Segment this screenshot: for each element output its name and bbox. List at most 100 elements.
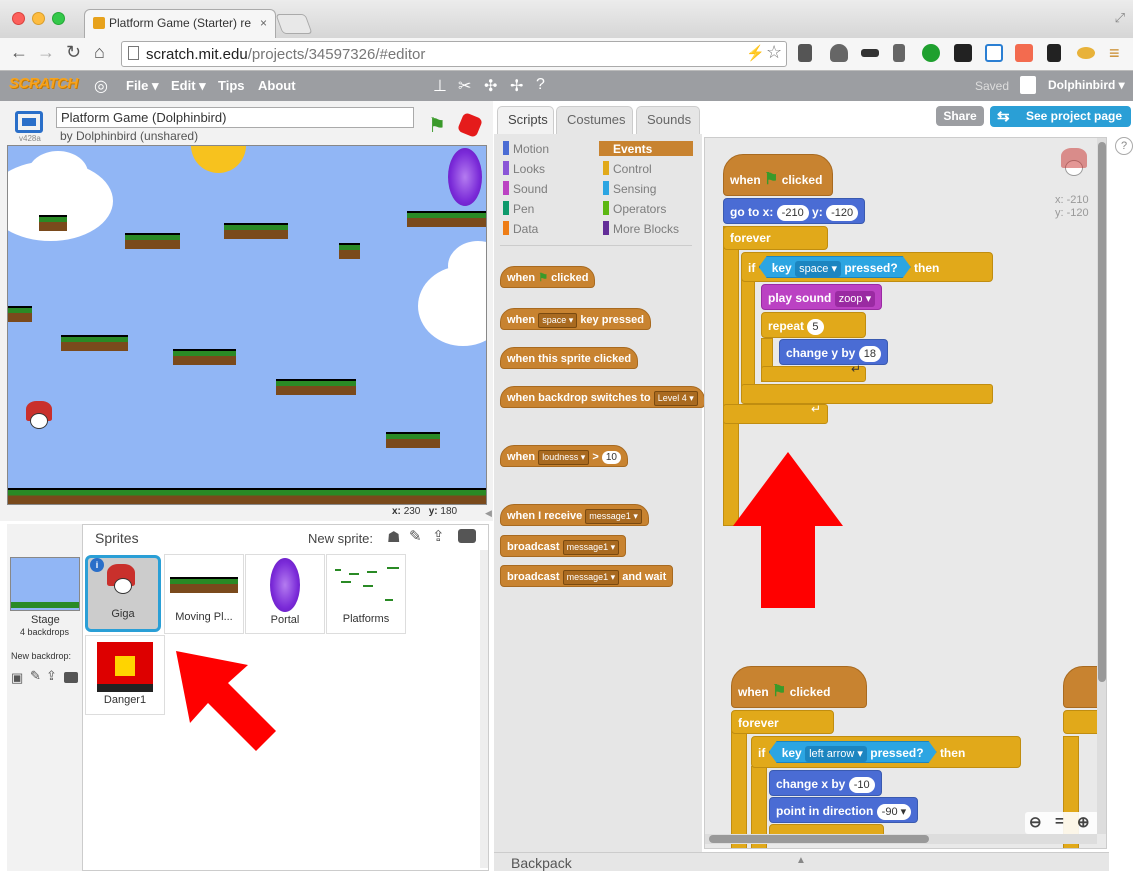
lightning-icon[interactable]: ⚡ <box>746 45 765 62</box>
horizontal-scroll-thumb[interactable] <box>709 835 929 843</box>
extension-tools-icon[interactable] <box>798 44 812 62</box>
backdrop-library-icon[interactable]: ▣ <box>11 670 24 685</box>
owl-icon[interactable] <box>1077 47 1095 59</box>
category-more-blocks[interactable]: More Blocks <box>599 221 679 236</box>
layers-icon[interactable] <box>954 44 972 62</box>
forward-icon[interactable]: → <box>37 42 55 62</box>
tab-sounds[interactable]: Sounds <box>636 106 700 134</box>
message-dropdown[interactable]: message1 ▾ <box>585 509 642 524</box>
expand-backpack-icon[interactable]: ▲ <box>796 855 806 866</box>
sprite-tile-giga[interactable]: i Giga <box>85 555 161 632</box>
wrench-icon[interactable] <box>893 44 905 62</box>
category-data[interactable]: Data <box>499 221 538 236</box>
edit-menu[interactable]: Edit ▾ <box>171 78 206 93</box>
category-operators[interactable]: Operators <box>599 201 666 216</box>
block-when-flag-clicked[interactable]: when ⚑ clicked <box>500 266 596 288</box>
share-button[interactable]: Share <box>936 106 984 126</box>
project-title-input[interactable]: Platform Game (Dolphinbird) <box>56 107 414 128</box>
scratch-logo[interactable]: SCRATCH <box>9 75 78 92</box>
x-input[interactable]: -210 <box>776 205 809 221</box>
block-when-sprite-clicked[interactable]: when this sprite clicked <box>500 347 639 369</box>
user-menu[interactable]: Dolphinbird ▾ <box>1048 78 1125 92</box>
sprite-tile-platforms[interactable]: Platforms <box>326 554 406 634</box>
block-when-key-pressed[interactable]: when space ▾ key pressed <box>500 308 651 330</box>
collapse-stage-icon[interactable]: ◀ <box>485 508 492 518</box>
horizontal-scrollbar[interactable] <box>705 834 1097 844</box>
tab-costumes[interactable]: Costumes <box>556 106 633 134</box>
scripts-area[interactable]: x: -210 y: -120 ↵ ↵ when ⚑ clicked go to… <box>704 137 1107 849</box>
giga-sprite[interactable] <box>22 401 56 443</box>
change-x-input[interactable]: -10 <box>848 777 875 793</box>
vertical-scrollbar[interactable] <box>1097 138 1106 834</box>
script1-repeat[interactable]: repeat 5 <box>761 312 866 338</box>
file-menu[interactable]: File ▾ <box>126 78 159 93</box>
about-menu[interactable]: About <box>258 78 296 93</box>
sprite-tile-portal[interactable]: Portal <box>245 554 325 634</box>
paint-brush-icon[interactable]: ✎ <box>409 528 422 545</box>
category-sound[interactable]: Sound <box>499 181 548 196</box>
vertical-scroll-thumb[interactable] <box>1098 142 1106 682</box>
script2-point-direction[interactable]: point in direction -90 ▾ <box>769 797 919 823</box>
key-dropdown[interactable]: space ▾ <box>795 261 841 277</box>
user-avatar[interactable] <box>1020 76 1036 94</box>
script2-change-x[interactable]: change x by -10 <box>769 770 882 796</box>
block-broadcast-and-wait[interactable]: broadcast message1 ▾ and wait <box>500 565 674 587</box>
category-looks[interactable]: Looks <box>499 161 545 176</box>
key-dropdown[interactable]: left arrow ▾ <box>805 746 867 762</box>
tips-menu[interactable]: Tips <box>218 78 245 93</box>
zoom-reset-icon[interactable]: = <box>1055 813 1064 830</box>
sprites-scrollbar[interactable] <box>480 550 488 868</box>
category-control[interactable]: Control <box>599 161 652 176</box>
portal-sprite[interactable] <box>448 148 482 206</box>
browser-tab[interactable]: Platform Game (Starter) re× <box>84 9 276 38</box>
script2-forever[interactable]: forever <box>731 710 834 734</box>
globe-icon[interactable]: ◎ <box>94 78 108 95</box>
script2-when-flag-clicked[interactable]: when ⚑ clicked <box>731 666 867 708</box>
category-motion[interactable]: Motion <box>499 141 549 156</box>
zoom-in-icon[interactable]: ⊕ <box>1077 814 1090 831</box>
tab-scripts[interactable]: Scripts <box>497 106 554 134</box>
maximize-window-button[interactable] <box>52 12 65 25</box>
block-broadcast[interactable]: broadcast message1 ▾ <box>500 535 627 557</box>
script1-forever[interactable]: forever <box>723 226 828 250</box>
pocket-icon[interactable] <box>830 44 848 62</box>
zoom-out-icon[interactable]: ⊖ <box>1029 814 1042 831</box>
sprite-tile-moving-platform[interactable]: Moving Pl... <box>164 554 244 634</box>
green-flag-icon[interactable]: ⚑ <box>428 115 446 137</box>
camera-icon[interactable] <box>458 529 476 543</box>
screen-capture-icon[interactable] <box>985 44 1003 62</box>
sound-dropdown[interactable]: zoop ▾ <box>834 291 876 307</box>
category-sensing[interactable]: Sensing <box>599 181 656 196</box>
bookmark-star-icon[interactable]: ☆ <box>766 42 783 62</box>
script1-go-to-xy[interactable]: go to x: -210 y: -120 <box>723 198 866 224</box>
sprite-library-icon[interactable]: ☗ <box>387 529 401 546</box>
message-dropdown[interactable]: message1 ▾ <box>562 570 620 585</box>
key-dropdown[interactable]: space ▾ <box>538 313 578 328</box>
back-icon[interactable]: ← <box>10 42 28 62</box>
block-when-i-receive[interactable]: when I receive message1 ▾ <box>500 504 649 526</box>
hangouts-icon[interactable] <box>922 44 940 62</box>
reload-icon[interactable]: ↻ <box>66 42 82 62</box>
help-icon[interactable]: ? <box>536 76 545 93</box>
menu-icon[interactable]: ≡ <box>1109 43 1120 63</box>
backdrop-paint-icon[interactable]: ✎ <box>30 668 41 683</box>
address-bar[interactable]: scratch.mit.edu/projects/34597326/#edito… <box>121 41 787 67</box>
minimize-window-button[interactable] <box>32 12 45 25</box>
stage-thumbnail[interactable] <box>10 557 80 611</box>
threshold-input[interactable]: 10 <box>601 451 621 464</box>
duplicate-stamp-icon[interactable]: ⊥ <box>433 78 447 95</box>
cut-scissors-icon[interactable]: ✂ <box>458 78 472 95</box>
script1-if-then[interactable]: if key space ▾ pressed? then <box>741 252 993 282</box>
shrink-icon[interactable]: ✢ <box>510 78 524 95</box>
backpack-bar[interactable]: Backpack ▲ <box>494 852 1109 871</box>
sprite-tile-danger1[interactable]: Danger1 <box>85 635 165 715</box>
fullscreen-stage-icon[interactable] <box>15 111 43 133</box>
sensor-dropdown[interactable]: loudness ▾ <box>538 450 590 465</box>
see-project-page-button[interactable]: See project page <box>990 106 1131 127</box>
direction-input[interactable]: -90 ▾ <box>876 804 912 820</box>
key-pressed-sensor[interactable]: key left arrow ▾ pressed? <box>769 741 937 763</box>
script1-when-flag-clicked[interactable]: when ⚑ clicked <box>723 154 833 196</box>
backdrop-upload-icon[interactable]: ⇪ <box>46 668 57 683</box>
feedly-icon[interactable] <box>1015 44 1033 62</box>
upload-icon[interactable]: ⇪ <box>432 528 445 545</box>
